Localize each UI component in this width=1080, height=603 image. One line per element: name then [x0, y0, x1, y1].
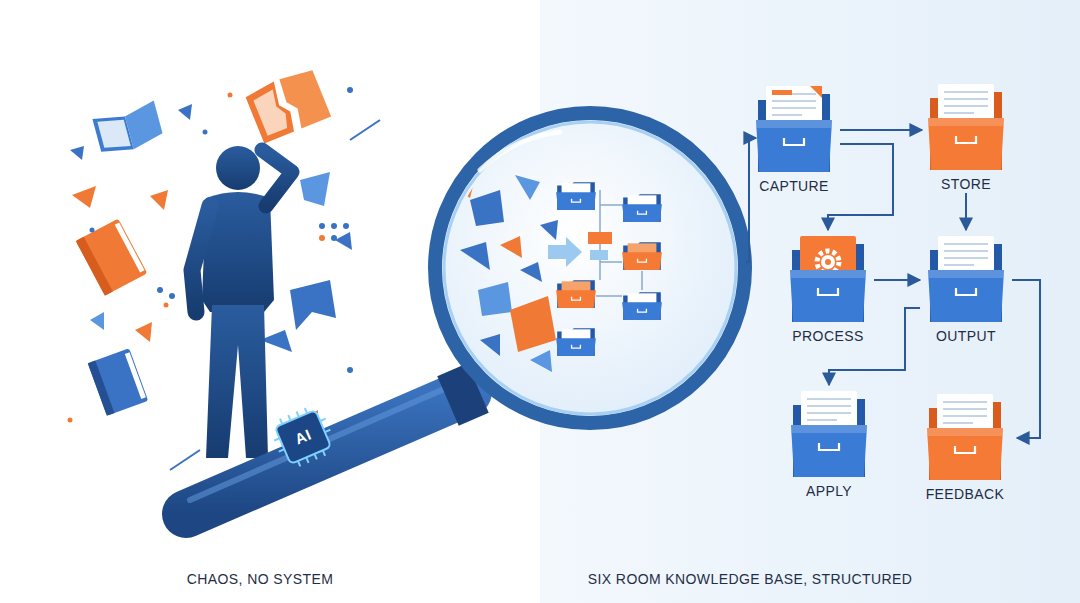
flow-arrow [828, 144, 893, 230]
folder-node: STORE [922, 78, 1010, 193]
node-label: CAPTURE [748, 178, 840, 195]
folder-icon [789, 385, 869, 480]
caption-right: SIX ROOM KNOWLEDGE BASE, STRUCTURED [540, 571, 960, 587]
caption-right-text: SIX ROOM KNOWLEDGE BASE, STRUCTURED [588, 571, 912, 587]
folder-icon [925, 388, 1005, 483]
folder-icon [926, 78, 1006, 173]
folder-icon [754, 80, 834, 175]
flow-arrow [840, 129, 922, 131]
folder-node: PROCESS [782, 230, 874, 345]
folder-icon [788, 230, 868, 325]
folder-node: CAPTURE [748, 80, 840, 195]
caption-left: CHAOS, NO SYSTEM [130, 571, 390, 587]
flow-arrow [874, 279, 920, 281]
node-label: OUTPUT [920, 328, 1012, 345]
folder-node: FEEDBACK [913, 388, 1017, 503]
folder-node: OUTPUT [920, 230, 1012, 345]
folder-icon [926, 230, 1006, 325]
node-label: APPLY [784, 483, 874, 500]
folder-node: APPLY [784, 385, 874, 500]
caption-left-text: CHAOS, NO SYSTEM [187, 571, 333, 587]
flow-arrow [965, 193, 967, 230]
node-label: STORE [922, 176, 1010, 193]
node-label: FEEDBACK [913, 486, 1017, 503]
node-label: PROCESS [782, 328, 874, 345]
flow-arrow [1012, 280, 1040, 438]
